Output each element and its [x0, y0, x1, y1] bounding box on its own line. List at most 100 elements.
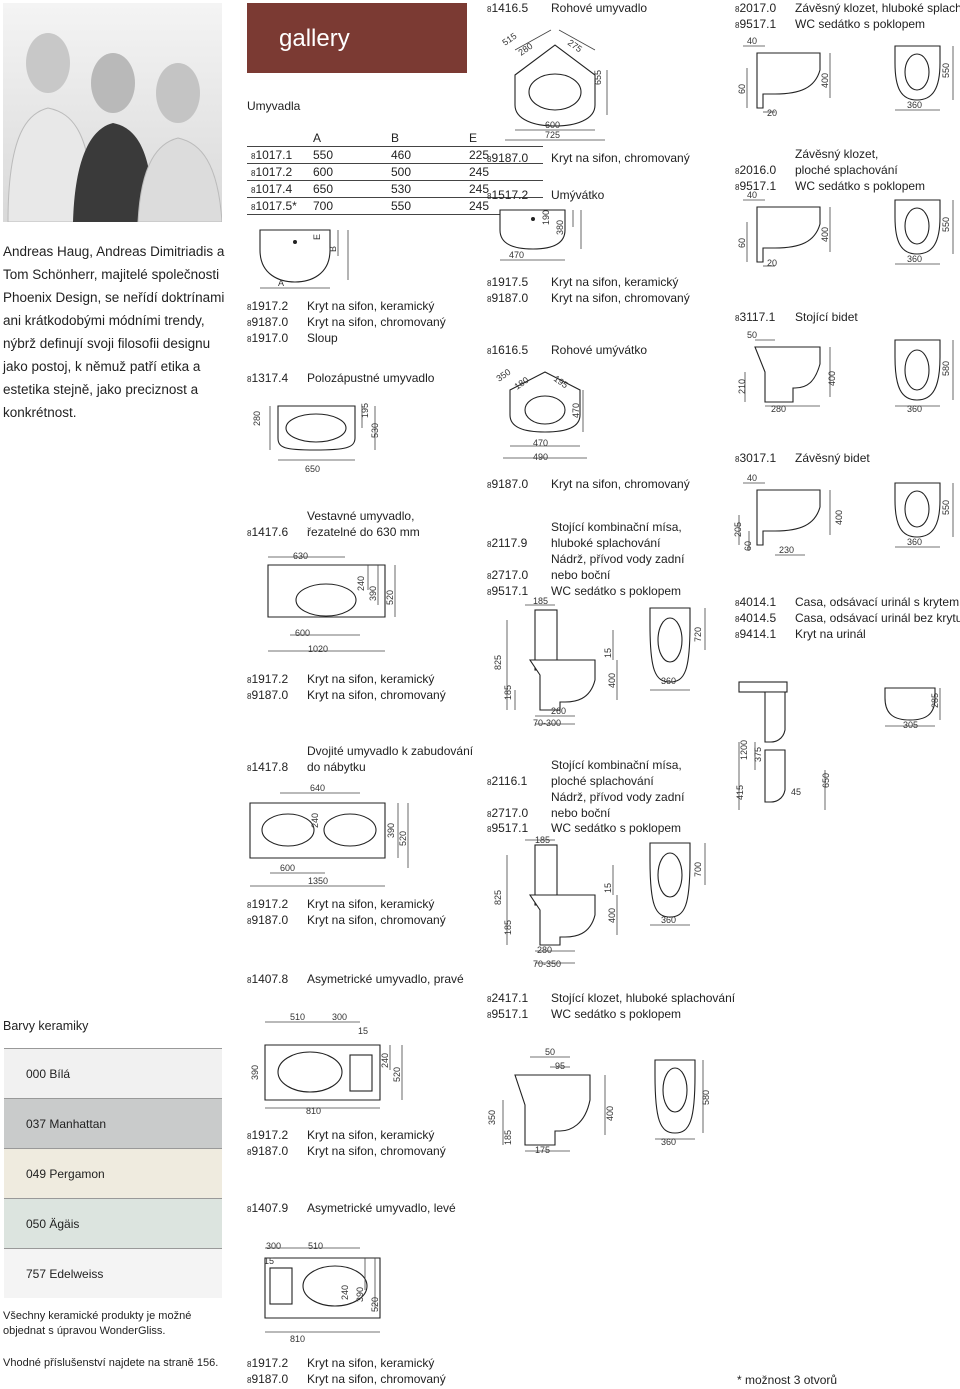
code-value: 9517.1 [491, 1007, 529, 1021]
description-line: Kryt na sifon, keramický [307, 299, 435, 313]
product-code: 81417.8 [247, 759, 307, 777]
code-value: 1416.5 [491, 1, 529, 15]
description-line: Závěsný bidet [795, 451, 870, 465]
dim-label: E [312, 234, 322, 240]
code-value: 1917.5 [491, 275, 529, 289]
product-code: 82717.0 [487, 567, 551, 585]
dim-label: 285 [930, 693, 940, 708]
dim-label: 240 [310, 813, 320, 828]
product-code: 89414.1 [735, 626, 795, 644]
product-code: 89187.0 [247, 314, 307, 332]
code-prefix: 8 [247, 1376, 252, 1385]
dim-label: 305 [903, 720, 918, 730]
product-code: 81917.5 [487, 274, 551, 292]
code-prefix: 8 [487, 1011, 492, 1020]
drawing-corner-16165: 350 180 195 470 470 490 [494, 367, 587, 462]
product-entry: 82017.0Závěsný klozet, hluboké splachová… [735, 0, 960, 18]
product-description: Vestavné umyvadlo,řezatelné do 630 mm [307, 508, 420, 540]
code-value: 1917.2 [251, 897, 289, 911]
drawing-washbasin-1317: 280 195 530 650 [252, 403, 380, 474]
description-line: nebo boční [551, 806, 611, 820]
code-prefix: 8 [247, 335, 252, 344]
drawing-bidet-31171: 50 210 400 580 280 360 [737, 330, 954, 414]
description-line: Rohové umyvadlo [551, 1, 648, 15]
dim-label: 185 [503, 920, 513, 935]
dim-label: 1020 [308, 644, 328, 654]
code-prefix: 8 [251, 169, 256, 178]
dim-label: 190 [541, 210, 551, 225]
product-code: 82117.9 [487, 535, 551, 553]
code-prefix: 8 [487, 279, 492, 288]
code-prefix: 8 [247, 676, 252, 685]
dim-label: 210 [737, 379, 747, 394]
code-prefix: 8 [487, 778, 492, 787]
dim-label: 600 [280, 863, 295, 873]
code-prefix: 8 [487, 295, 492, 304]
product-description: WC sedátko s poklopem [551, 820, 681, 836]
code-value: 2417.1 [491, 991, 529, 1005]
product-description: Kryt na sifon, chromovaný [551, 150, 690, 166]
description-line: Kryt na sifon, chromovaný [307, 1144, 446, 1158]
dim-label: 510 [290, 1012, 305, 1022]
product-code: 81017.5* [247, 197, 309, 215]
product-code: 81017.4 [247, 180, 309, 198]
dim-label: 530 [370, 423, 380, 438]
product-description: Kryt na sifon, chromovaný [307, 314, 446, 330]
code-value: 9187.0 [251, 913, 289, 927]
code-value: 2717.0 [491, 806, 529, 820]
designers-intro: Andreas Haug, Andreas Dimitriadis a Tom … [3, 244, 225, 420]
code-value: 9414.1 [739, 627, 777, 641]
code-value: 1317.4 [251, 371, 289, 385]
dim-label: 580 [701, 1090, 711, 1105]
dim-label: 390 [355, 1287, 365, 1302]
product-description: WC sedátko s poklopem [551, 583, 681, 599]
product-code: 81917.2 [247, 671, 307, 689]
product-code: 81917.2 [247, 896, 307, 914]
dim-label: 60 [737, 238, 747, 248]
code-prefix: 8 [247, 529, 252, 538]
drawing-wc-20170: 40 550 60 400 20 360 [737, 36, 954, 118]
product-code: 89517.1 [487, 583, 551, 601]
product-entry: 81417.6Vestavné umyvadlo,řezatelné do 63… [247, 508, 420, 542]
code-prefix: 8 [247, 976, 252, 985]
dimension-value: 225 [465, 146, 543, 164]
product-code: 82017.0 [735, 0, 795, 18]
dim-label: 640 [310, 783, 325, 793]
code-prefix: 8 [487, 588, 492, 597]
description-line: Kryt na sifon, keramický [307, 1356, 435, 1370]
product-description: Kryt na sifon, chromovaný [551, 290, 690, 306]
code-value: 1917.2 [251, 672, 289, 686]
dim-label: 20 [767, 258, 777, 268]
dim-label: 40 [747, 473, 757, 483]
dim-label: 240 [356, 576, 366, 591]
dim-label: 470 [533, 438, 548, 448]
dim-label: 600 [545, 120, 560, 130]
color-swatch: 037 Manhattan [4, 1098, 222, 1148]
code-value: 9517.1 [491, 821, 529, 835]
footnote: * možnost 3 otvorů [737, 1373, 838, 1387]
description-line: Dvojité umyvadlo k zabudování [307, 744, 474, 758]
product-code: 89187.0 [247, 912, 307, 930]
drawing-wc-21161: 185 700 15 825 400 360 185 280 70-350 [493, 835, 706, 969]
dim-label: 400 [607, 673, 617, 688]
dimension-value: 550 [309, 146, 387, 164]
description-line: Kryt na sifon, keramický [307, 897, 435, 911]
description-line: hluboké splachování [551, 536, 661, 550]
dim-label: 650 [305, 464, 320, 474]
product-description: Kryt na sifon, keramický [307, 1355, 434, 1371]
